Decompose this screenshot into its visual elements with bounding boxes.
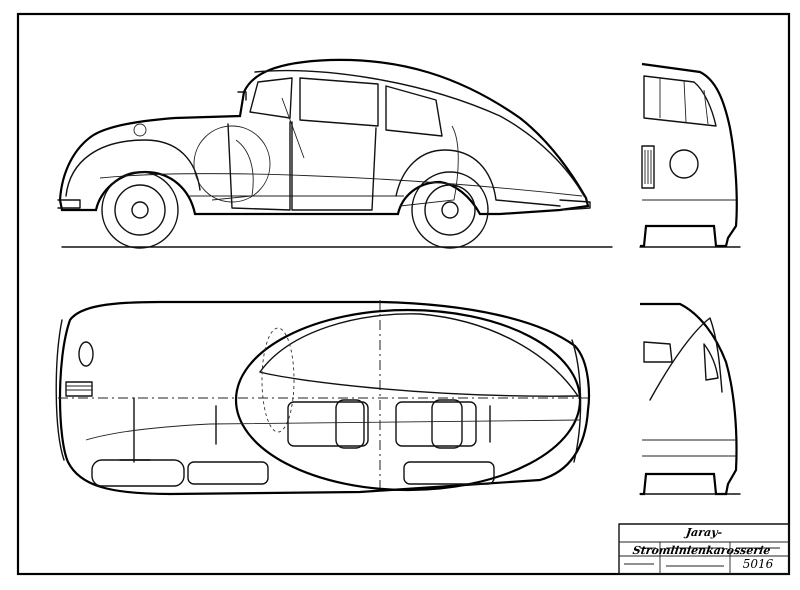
front-window-pillar-b (683, 79, 687, 123)
side-door-front (227, 121, 291, 211)
plan-grille (65, 381, 93, 397)
plan-rear-bumper (571, 339, 582, 463)
side-rear-fender (395, 149, 561, 207)
sheet-border (16, 12, 791, 576)
side-front-bumper (57, 199, 81, 209)
plan-headlamp (78, 341, 94, 367)
plan-front-bumper (55, 319, 65, 461)
side-window-front (249, 77, 293, 119)
front-grille (641, 145, 655, 189)
title-block-frame (618, 523, 790, 575)
plan-driver-seat (335, 399, 365, 449)
side-steering-column (281, 97, 305, 159)
side-belt-line (99, 173, 583, 197)
side-front-seat (211, 139, 254, 201)
side-body-outline (58, 58, 590, 216)
side-window-rear (385, 85, 443, 137)
plan-steering-ellipse (261, 327, 295, 433)
title-block-border (618, 523, 790, 575)
plan-passenger-seat (431, 399, 463, 449)
side-window-middle (299, 77, 379, 127)
side-front-wheel-tyre (101, 171, 179, 249)
side-headlamp (133, 123, 147, 137)
plan-canopy-inner (259, 313, 579, 397)
rear-window (643, 341, 673, 363)
side-rear-wheel-hub (441, 201, 459, 219)
side-front-fender (65, 139, 201, 197)
side-front-wheel-rim (114, 184, 166, 236)
side-door-rear (291, 121, 377, 211)
drawing-number: 5016 (742, 557, 774, 571)
side-rear-wheel-rim (424, 184, 476, 236)
front-window-pillar-c (703, 89, 709, 125)
front-windscreen (643, 75, 717, 127)
side-front-wheel-hub (131, 201, 149, 219)
side-roof-line (254, 69, 585, 197)
rear-canopy (649, 317, 723, 401)
plan-rear-wheel (403, 461, 495, 485)
plan-front-seat (287, 401, 369, 447)
side-view (57, 58, 613, 249)
rear-body-outline (640, 302, 738, 496)
plan-rear-seat (395, 401, 477, 447)
rear-view (639, 302, 741, 496)
front-lamp (669, 149, 699, 179)
drawing-title: Jaray-Stromlinienkarosserie (631, 526, 772, 557)
front-body-outline (640, 62, 738, 248)
plan-front-wheel (91, 459, 185, 487)
front-view (639, 62, 741, 248)
side-rear-seat (399, 125, 459, 207)
title-block: Jaray-Stromlinienkarosserie 5016 (619, 524, 789, 574)
plan-view (55, 300, 590, 496)
plan-front-mudguard (187, 461, 269, 485)
side-rear-wheel-tyre (411, 171, 489, 249)
plan-canopy-inner-lower (259, 371, 579, 397)
side-rear-bumper (559, 199, 591, 211)
plan-fender-line (85, 419, 581, 441)
side-mirror (237, 91, 247, 101)
side-steering-circle (193, 125, 271, 203)
rear-canopy-side (703, 343, 719, 381)
